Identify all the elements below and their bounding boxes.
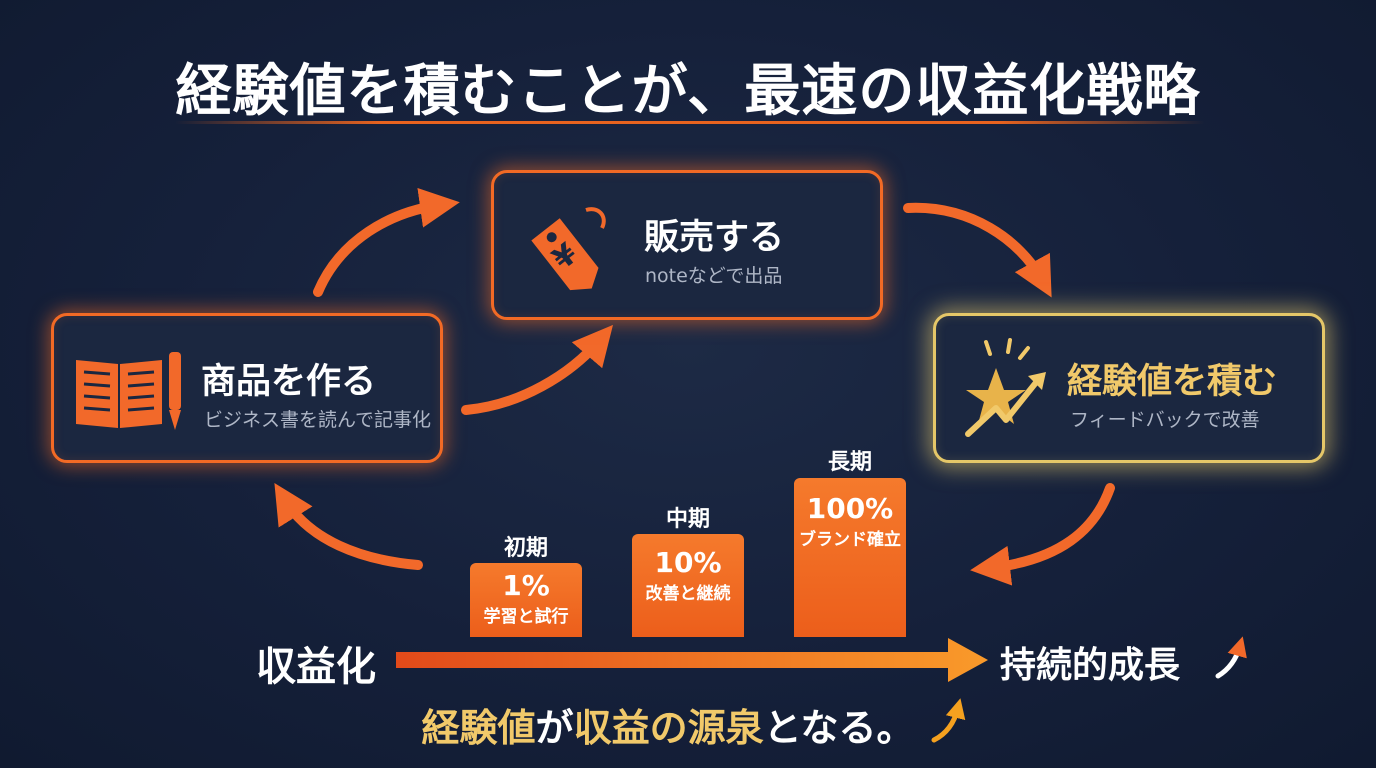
arrow-create-to-sell-lower <box>461 324 614 415</box>
star-rising-arrow-icon <box>965 338 1046 437</box>
tagline-up-arrow-icon <box>931 698 966 743</box>
sell-subtitle: noteなどで出品 <box>645 265 783 287</box>
yen-price-tag-icon: ¥ <box>531 207 606 291</box>
experience-subtitle: フィードバックで改善 <box>1070 409 1260 431</box>
bar-mid-percent: 10% <box>654 546 722 579</box>
tagline: 経験値が収益の源泉となる。 <box>0 697 1376 752</box>
page-title: 経験値を積むことが、最速の収益化戦略 <box>175 59 1201 124</box>
experience-title: 経験値を積む <box>1067 362 1278 402</box>
tagline-ga: が <box>535 706 574 750</box>
arrow-create-to-sell-upper <box>313 187 460 297</box>
bar-mid-note: 改善と継続 <box>645 584 731 604</box>
bar-long: 100% ブランド確立 <box>794 478 906 637</box>
cycle-step-create: 商品を作る ビジネス書を読んで記事化 <box>51 313 443 463</box>
book-and-pen-icon <box>76 352 181 430</box>
sell-title: 販売する <box>644 218 785 258</box>
flow-end-label: 持続的成長 <box>1000 645 1181 686</box>
growth-up-arrow-icon <box>1215 636 1247 679</box>
cycle-step-experience: 経験値を積む フィードバックで改善 <box>933 313 1325 463</box>
tagline-source: 収益の源泉 <box>573 706 764 750</box>
bar-early-note: 学習と試行 <box>483 607 569 627</box>
flow-start-label: 収益化 <box>256 644 376 690</box>
cycle-step-sell: ¥ 販売する noteなどで出品 <box>491 170 883 320</box>
tagline-experience: 経験値 <box>421 706 536 750</box>
bar-label-mid: 中期 <box>665 507 710 532</box>
bar-label-early: 初期 <box>503 536 548 561</box>
bar-early: 1% 学習と試行 <box>470 563 582 637</box>
arrow-experience-to-bars <box>970 483 1115 586</box>
arrow-sell-to-experience <box>903 202 1052 298</box>
create-title: 商品を作る <box>201 362 377 402</box>
create-subtitle: ビジネス書を読んで記事化 <box>204 409 432 431</box>
bar-long-percent: 100% <box>806 492 894 525</box>
bar-early-percent: 1% <box>502 569 550 602</box>
growth-flow-arrow <box>396 638 988 682</box>
bar-label-long: 長期 <box>827 450 872 475</box>
bar-long-note: ブランド確立 <box>799 530 901 550</box>
bar-mid: 10% 改善と継続 <box>632 534 744 637</box>
arrow-bars-to-create <box>274 483 423 570</box>
tagline-end: となる。 <box>763 706 915 750</box>
title-underline <box>175 121 1205 124</box>
